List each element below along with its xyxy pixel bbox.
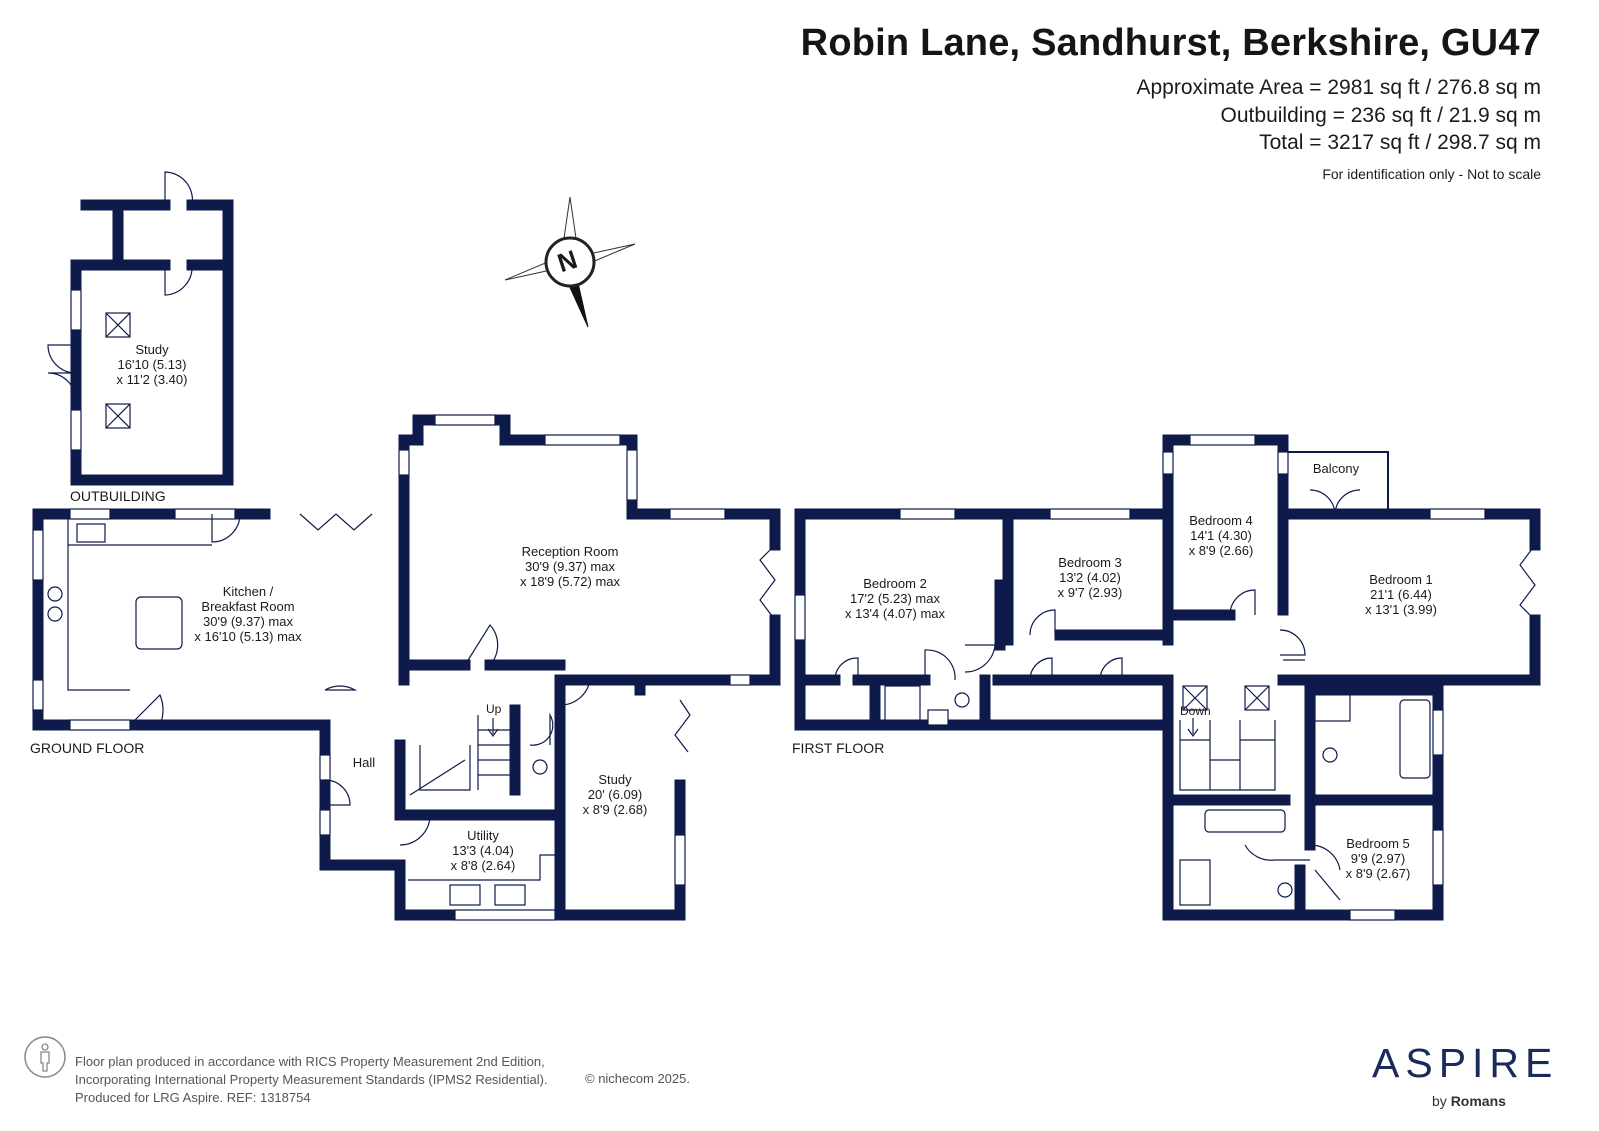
walls [32, 199, 1541, 921]
outbuilding-area: Outbuilding = 236 sq ft / 21.9 sq m [1220, 104, 1541, 127]
room-name: Bedroom 4 [1189, 513, 1253, 528]
outbuilding-walls [70, 199, 234, 486]
room-name: Utility [467, 828, 499, 843]
room-dim: x 8'9 (2.68) [582, 802, 648, 817]
room-name: Study [598, 772, 632, 787]
room-dim: 9'9 (2.97) [1350, 851, 1406, 866]
first-floor-outer-left [794, 508, 1174, 731]
room-hall: Hall [353, 755, 375, 770]
footer-line: Incorporating International Property Mea… [75, 1072, 548, 1087]
room-dim: 17'2 (5.23) max [850, 591, 940, 606]
room-bedroom-5: Bedroom 5 9'9 (2.97) x 8'9 (2.67) [1346, 836, 1411, 881]
kitchen-outer-wall [32, 508, 331, 731]
room-dim: 13'2 (4.02) [1059, 570, 1121, 585]
footer-line: Floor plan produced in accordance with R… [75, 1054, 545, 1069]
fixtures [47, 312, 1431, 906]
room-dim: x 8'9 (2.67) [1345, 866, 1411, 881]
room-bedroom-1: Bedroom 1 21'1 (6.44) x 13'1 (3.99) [1365, 572, 1437, 617]
accessibility-person-icon [24, 1036, 66, 1078]
compass-rose [504, 196, 636, 328]
total-area: Total = 3217 sq ft / 298.7 sq m [1259, 131, 1541, 154]
room-bedroom-3: Bedroom 3 13'2 (4.02) x 9'7 (2.93) [1058, 555, 1123, 600]
room-name: Bedroom 2 [863, 576, 927, 591]
footer-copyright: © nichecom 2025. [585, 1071, 690, 1086]
room-dim: 30'9 (9.37) max [203, 614, 293, 629]
room-name: Bedroom 1 [1369, 572, 1433, 587]
room-dim: 14'1 (4.30) [1190, 528, 1252, 543]
room-reception: Reception Room 30'9 (9.37) max x 18'9 (5… [520, 544, 620, 589]
room-dim: 30'9 (9.37) max [525, 559, 615, 574]
room-dim: 21'1 (6.44) [1370, 587, 1432, 602]
brand-subtitle: by Romans [1432, 1093, 1506, 1109]
room-dim: 13'3 (4.04) [452, 843, 514, 858]
property-address-title: Robin Lane, Sandhurst, Berkshire, GU47 [800, 22, 1541, 64]
stairs-down-label: Down [1180, 704, 1211, 718]
balcony-outline [1282, 451, 1389, 515]
room-dim: x 8'9 (2.66) [1188, 543, 1254, 558]
room-dim: 16'10 (5.13) [117, 357, 187, 372]
doors [47, 171, 1536, 901]
floor-label-first: FIRST FLOOR [792, 740, 885, 756]
room-name: Hall [352, 755, 376, 770]
room-bedroom-4: Bedroom 4 14'1 (4.30) x 8'9 (2.66) [1189, 513, 1254, 558]
room-name: Study [135, 342, 169, 357]
room-bedroom-2: Bedroom 2 17'2 (5.23) max x 13'4 (4.07) … [845, 576, 945, 621]
room-dim: x 11'2 (3.40) [116, 372, 188, 387]
room-dim: x 13'1 (3.99) [1365, 602, 1437, 617]
room-dim: x 13'4 (4.07) max [844, 606, 946, 621]
room-name: Balcony [1312, 461, 1360, 476]
floor-label-ground: GROUND FLOOR [30, 740, 145, 756]
room-outbuilding-study: Study 16'10 (5.13) x 11'2 (3.40) [117, 342, 188, 387]
room-dim: x 8'8 (2.64) [450, 858, 516, 873]
brand-romans: Romans [1450, 1093, 1506, 1109]
stairs-up-label: Up [486, 702, 502, 716]
floor-label-outbuilding: OUTBUILDING [70, 488, 166, 504]
windows [32, 289, 1486, 921]
bedroom1-right-bottom [1277, 614, 1541, 686]
scale-disclaimer: For identification only - Not to scale [1322, 166, 1541, 182]
room-name: Bedroom 3 [1058, 555, 1122, 570]
room-dim: x 18'9 (5.72) max [519, 574, 621, 589]
room-utility: Utility 13'3 (4.04) x 8'8 (2.64) [451, 828, 516, 873]
footer-line: Produced for LRG Aspire. REF: 1318754 [75, 1090, 311, 1105]
approximate-area: Approximate Area = 2981 sq ft / 276.8 sq… [1136, 76, 1542, 99]
brand-by: by [1432, 1093, 1447, 1109]
footer-statement: Floor plan produced in accordance with R… [75, 1053, 548, 1107]
room-kitchen: Kitchen / Breakfast Room 30'9 (9.37) max… [194, 584, 301, 644]
room-dim: x 16'10 (5.13) max [194, 629, 302, 644]
room-name: Reception Room [521, 544, 619, 559]
room-name: Kitchen / [222, 584, 274, 599]
room-balcony: Balcony [1313, 461, 1359, 476]
room-dim: 20' (6.09) [587, 787, 643, 802]
room-name: Breakfast Room [201, 599, 295, 614]
room-dim: x 9'7 (2.93) [1057, 585, 1123, 600]
room-ground-study: Study 20' (6.09) x 8'9 (2.68) [583, 772, 648, 817]
brand-logo: ASPIRE [1372, 1040, 1559, 1086]
hall-utility-study-outer [319, 719, 686, 921]
room-name: Bedroom 5 [1346, 836, 1410, 851]
